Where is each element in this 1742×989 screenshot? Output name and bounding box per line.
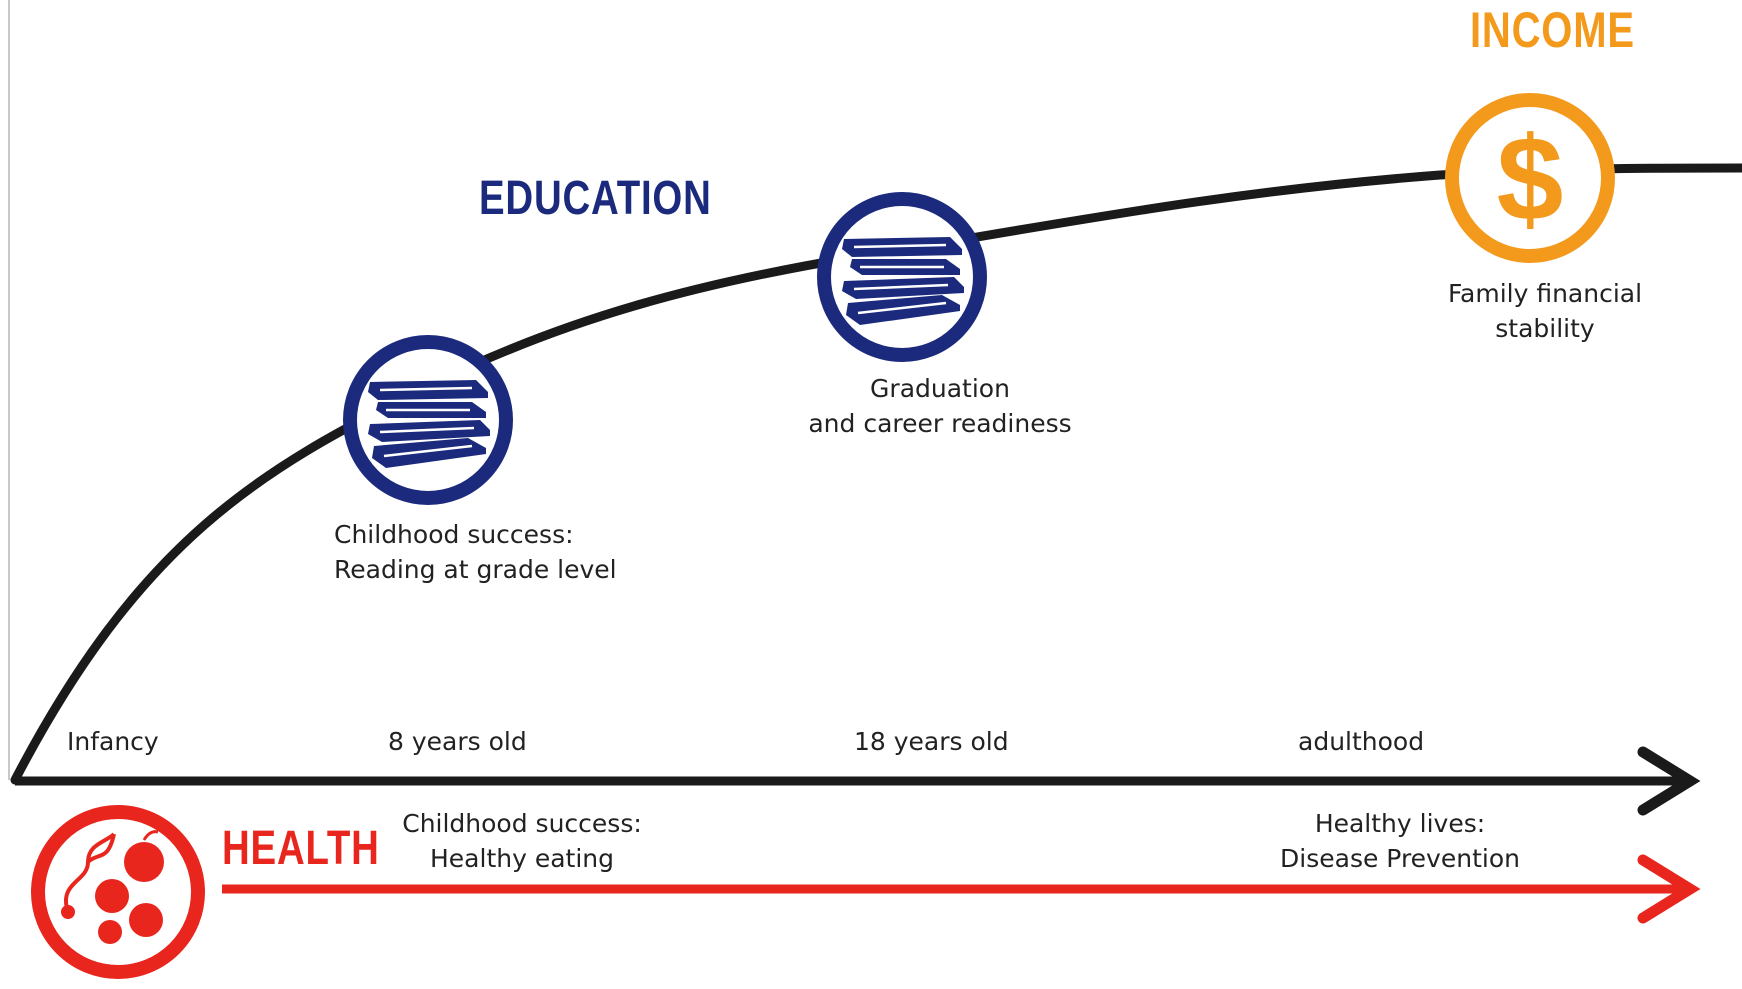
timeline-label-18-years: 18 years old — [854, 727, 1009, 756]
timeline-label-infancy: Infancy — [67, 727, 159, 756]
milestone-line: Healthy lives: — [1314, 809, 1486, 838]
education-title: EDUCATION — [479, 172, 712, 225]
milestone-childhood-reading: Childhood success: Reading at grade leve… — [334, 517, 617, 587]
timeline-arrow — [15, 746, 1701, 816]
milestone-line: Childhood success: — [402, 809, 642, 838]
timeline-label-adulthood: adulthood — [1298, 727, 1425, 756]
milestone-graduation: Graduation and career readiness — [790, 371, 1090, 441]
health-icon — [31, 805, 205, 979]
milestone-healthy-lives: Healthy lives: Disease Prevention — [1240, 806, 1560, 876]
dollar-icon: $ — [1445, 93, 1615, 263]
svg-text:$: $ — [1497, 112, 1564, 246]
milestone-line: Healthy eating — [430, 844, 614, 873]
books-icon — [817, 192, 987, 362]
income-title: INCOME — [1470, 2, 1635, 58]
milestone-line: Graduation — [870, 374, 1010, 403]
milestone-line: Childhood success: — [334, 520, 574, 549]
books-icon — [343, 335, 513, 505]
health-arrow — [222, 854, 1701, 924]
milestone-healthy-eating: Childhood success: Healthy eating — [372, 806, 672, 876]
milestone-line: Disease Prevention — [1280, 844, 1520, 873]
milestone-line: Reading at grade level — [334, 555, 617, 584]
left-border — [8, 0, 10, 780]
health-title: HEALTH — [222, 822, 380, 875]
milestone-line: Family financial — [1447, 279, 1643, 308]
milestone-line: and career readiness — [808, 409, 1072, 438]
milestone-line: stability — [1495, 314, 1595, 343]
milestone-financial: Family financial stability — [1400, 276, 1690, 346]
timeline-label-8-years: 8 years old — [388, 727, 527, 756]
